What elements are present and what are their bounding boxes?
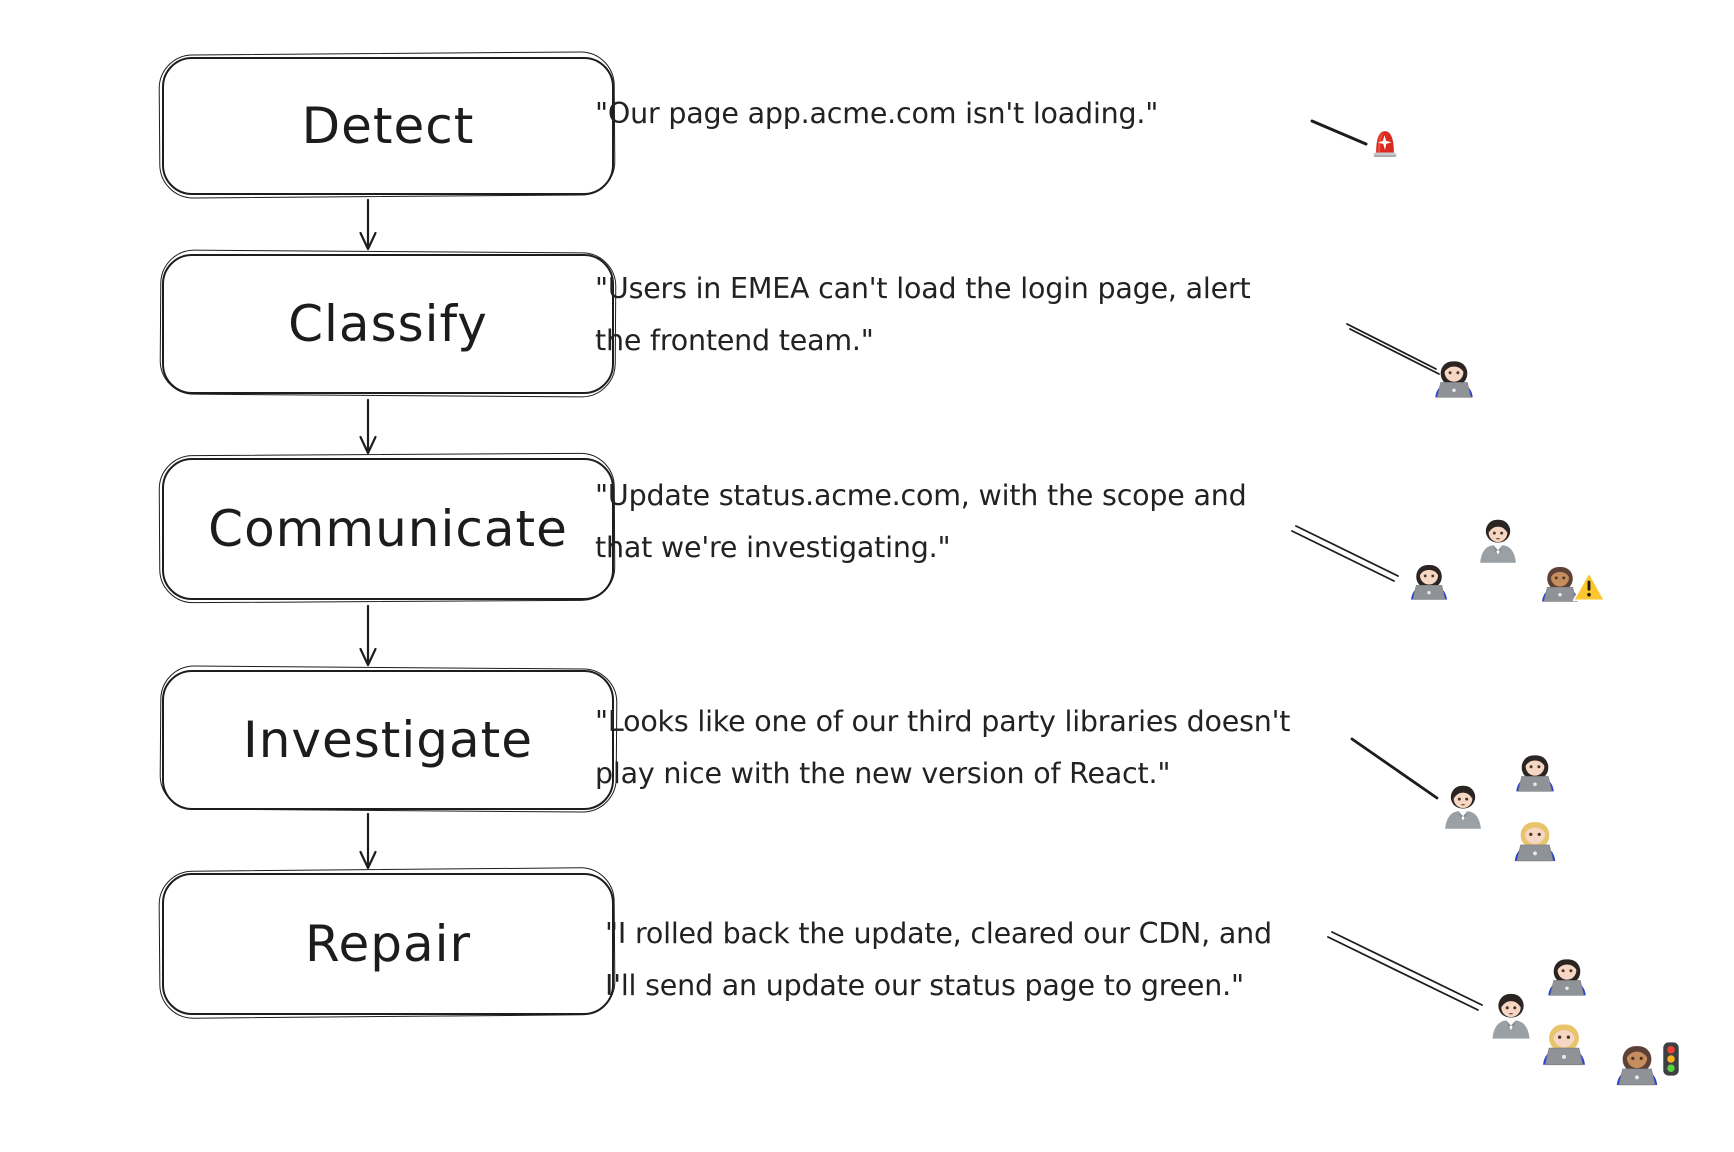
- office-worker-icon: [1472, 514, 1524, 566]
- quote-line: the frontend team.": [595, 324, 874, 357]
- flow-step-box-detect: Detect: [162, 57, 614, 195]
- connector-line: [1346, 323, 1440, 375]
- office-worker-icon: [1437, 780, 1489, 832]
- woman-technologist-icon: [1510, 746, 1560, 796]
- quote-line: play nice with the new version of React.…: [595, 757, 1171, 790]
- flow-arrow-icon: [359, 604, 377, 667]
- flow-step-label: Communicate: [208, 500, 568, 558]
- connector-line: [1350, 737, 1439, 800]
- woman-technologist-icon: [1405, 556, 1453, 604]
- traffic-light-icon: [1652, 1040, 1690, 1078]
- flow-step-label: Classify: [288, 295, 488, 353]
- flow-step-box-repair: Repair: [162, 873, 614, 1015]
- quote-detect: "Our page app.acme.com isn't loading.": [595, 88, 1158, 140]
- quote-line: "Users in EMEA can't load the login page…: [595, 272, 1251, 305]
- quote-line: that we're investigating.": [595, 531, 951, 564]
- flow-step-label: Detect: [301, 97, 475, 155]
- flow-arrow-icon: [359, 198, 377, 251]
- flow-step-label: Investigate: [242, 711, 534, 769]
- quote-classify: "Users in EMEA can't load the login page…: [595, 263, 1251, 367]
- office-worker-icon: [1484, 988, 1538, 1042]
- quote-line: "Looks like one of our third party libra…: [595, 705, 1291, 738]
- flow-step-box-investigate: Investigate: [162, 670, 614, 810]
- quote-investigate: "Looks like one of our third party libra…: [595, 696, 1290, 800]
- connector-line: [1291, 525, 1399, 582]
- blonde-woman-technologist-icon: [1508, 812, 1562, 866]
- woman-technologist-icon: [1429, 352, 1479, 402]
- flow-step-box-classify: Classify: [162, 254, 614, 394]
- connector-line: [1327, 931, 1483, 1011]
- police-car-light-icon: [1366, 124, 1404, 162]
- quote-communicate: "Update status.acme.com, with the scope …: [595, 470, 1247, 574]
- blonde-woman-technologist-icon: [1536, 1014, 1592, 1070]
- flow-step-label: Repair: [304, 915, 472, 973]
- woman-technologist-icon: [1542, 950, 1592, 1000]
- quote-repair: "I rolled back the update, cleared our C…: [605, 908, 1272, 1012]
- quote-line: I'll send an update our status page to g…: [605, 969, 1244, 1002]
- warning-icon: [1572, 570, 1606, 604]
- flow-arrow-icon: [359, 812, 377, 870]
- connector-line: [1310, 119, 1368, 146]
- quote-line: "Our page app.acme.com isn't loading.": [595, 97, 1159, 130]
- quote-line: "Update status.acme.com, with the scope …: [595, 479, 1247, 512]
- flow-step-box-communicate: Communicate: [162, 458, 614, 600]
- quote-line: "I rolled back the update, cleared our C…: [605, 917, 1272, 950]
- flow-arrow-icon: [359, 398, 377, 455]
